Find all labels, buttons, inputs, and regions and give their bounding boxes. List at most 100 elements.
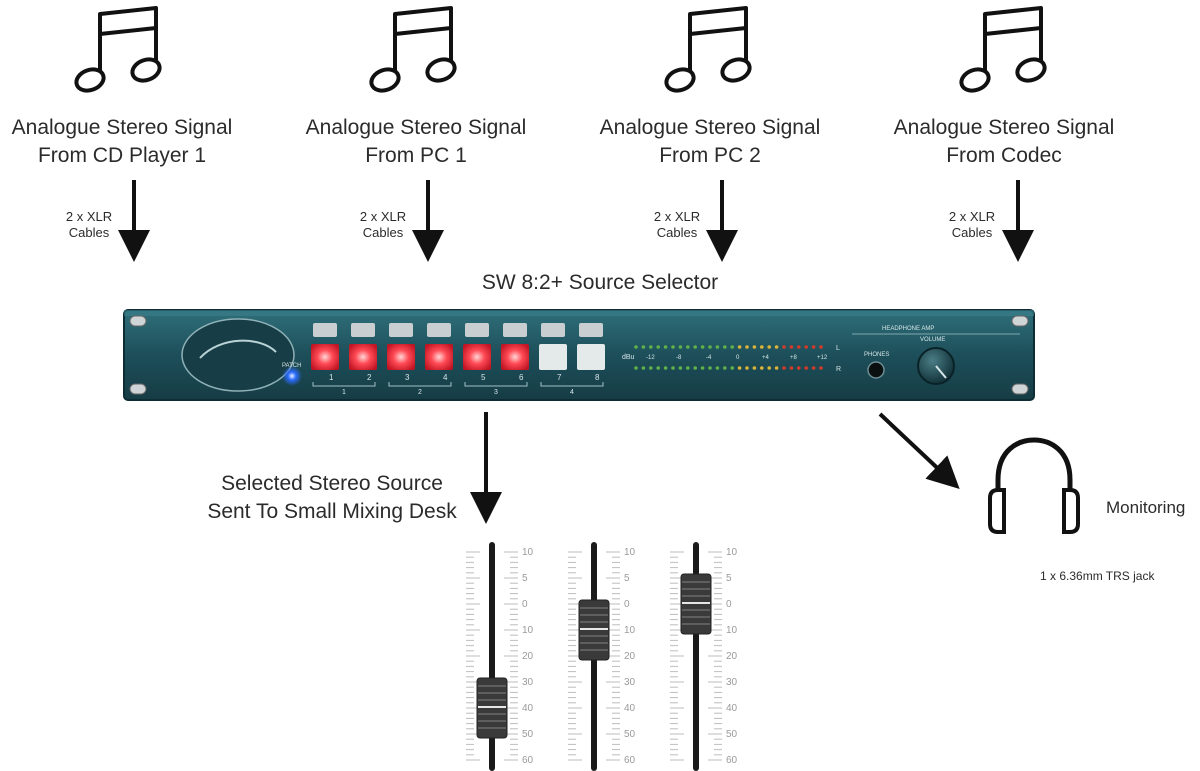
meter-led bbox=[745, 345, 749, 349]
meter-led bbox=[678, 366, 683, 370]
volume-label: VOLUME bbox=[920, 337, 945, 343]
meter-led bbox=[671, 345, 675, 349]
meter-led bbox=[634, 345, 638, 349]
patch-led bbox=[282, 366, 302, 386]
meter-led bbox=[641, 366, 646, 370]
meter-tick: -4 bbox=[706, 355, 712, 361]
button-number: 6 bbox=[519, 373, 524, 382]
source-button-5[interactable] bbox=[463, 344, 491, 370]
fader-scale-label: 50 bbox=[624, 729, 636, 740]
headphone-jack[interactable] bbox=[867, 361, 885, 379]
group-number: 2 bbox=[418, 389, 422, 396]
meter-led bbox=[708, 366, 712, 370]
meter-led bbox=[745, 366, 749, 370]
source-button-2[interactable] bbox=[349, 344, 377, 370]
select-button[interactable] bbox=[541, 323, 565, 337]
fader-scale-label: 60 bbox=[726, 755, 738, 766]
select-button[interactable] bbox=[313, 323, 337, 337]
meter-led bbox=[708, 345, 712, 349]
level-meters bbox=[634, 345, 823, 370]
meter-led bbox=[804, 345, 808, 349]
fader-scale-label: 0 bbox=[624, 599, 630, 610]
meter-led bbox=[774, 366, 779, 370]
connector-label: 1 x 6.36mm TRS jack bbox=[1040, 569, 1155, 583]
meter-led bbox=[760, 366, 764, 370]
source-button-3[interactable] bbox=[387, 344, 415, 370]
meter-led bbox=[789, 366, 794, 370]
fader-scale-label: 20 bbox=[522, 651, 534, 662]
fader-scale-label: 60 bbox=[624, 755, 636, 766]
mixing-desk-faders: 1050102030405060105010203040506010501020… bbox=[466, 542, 738, 771]
fader-scale-label: 50 bbox=[726, 729, 738, 740]
source-button-6[interactable] bbox=[501, 344, 529, 370]
meter-unit-label: dBu bbox=[622, 354, 635, 361]
fader-scale-label: 5 bbox=[522, 573, 528, 584]
meter-led bbox=[760, 345, 764, 349]
rack-screw-icon bbox=[1011, 315, 1029, 327]
meter-led bbox=[671, 366, 675, 370]
button-number: 5 bbox=[481, 373, 486, 382]
headphone-section-label: HEADPHONE AMP bbox=[882, 326, 934, 332]
button-number: 1 bbox=[329, 373, 334, 382]
fader-scale-label: 40 bbox=[624, 703, 636, 714]
meter-led bbox=[782, 345, 786, 349]
meter-led bbox=[782, 366, 786, 370]
fader-scale-label: 20 bbox=[726, 651, 738, 662]
select-button[interactable] bbox=[579, 323, 603, 337]
fader-scale-label: 10 bbox=[726, 547, 738, 558]
meter-led bbox=[737, 366, 742, 370]
fader-scale-label: 5 bbox=[624, 573, 630, 584]
source-button-7[interactable] bbox=[539, 344, 567, 370]
button-number: 4 bbox=[443, 373, 448, 382]
meter-led bbox=[819, 366, 823, 370]
source-button-1[interactable] bbox=[311, 344, 339, 370]
unit-title: SW 8:2+ Source Selector bbox=[481, 271, 719, 294]
meter-led bbox=[649, 345, 653, 349]
group-number: 4 bbox=[570, 389, 574, 396]
fader-scale-label: 30 bbox=[624, 677, 636, 688]
brand-logo-badge bbox=[181, 318, 295, 392]
meter-led bbox=[678, 345, 683, 349]
meter-led bbox=[811, 366, 816, 370]
meter-led bbox=[715, 366, 720, 370]
select-button[interactable] bbox=[351, 323, 375, 337]
meter-led bbox=[811, 345, 816, 349]
source-button-4[interactable] bbox=[425, 344, 453, 370]
fader-scale-label: 10 bbox=[522, 547, 534, 558]
meter-led bbox=[730, 366, 734, 370]
meter-led bbox=[641, 345, 646, 349]
select-button[interactable] bbox=[465, 323, 489, 337]
select-button[interactable] bbox=[389, 323, 413, 337]
meter-led bbox=[700, 345, 705, 349]
meter-led bbox=[649, 366, 653, 370]
select-button[interactable] bbox=[503, 323, 527, 337]
button-number: 2 bbox=[367, 373, 372, 382]
meter-channel-label: R bbox=[836, 366, 841, 373]
fader-scale-label: 60 bbox=[522, 755, 534, 766]
meter-led bbox=[693, 366, 697, 370]
patch-label: PATCH bbox=[282, 363, 301, 369]
meter-led bbox=[767, 345, 771, 349]
fader-scale-label: 10 bbox=[522, 625, 534, 636]
meter-led bbox=[752, 345, 757, 349]
source-button-8[interactable] bbox=[577, 344, 605, 370]
fader-scale-label: 20 bbox=[624, 651, 636, 662]
fader-scale-label: 10 bbox=[726, 625, 738, 636]
meter-led bbox=[686, 345, 690, 349]
meter-tick: +12 bbox=[817, 355, 828, 361]
group-number: 3 bbox=[494, 389, 498, 396]
fader-scale-label: 0 bbox=[726, 599, 732, 610]
button-number: 3 bbox=[405, 373, 410, 382]
rack-screw-icon bbox=[129, 315, 147, 327]
meter-led bbox=[723, 366, 727, 370]
select-button[interactable] bbox=[427, 323, 451, 337]
rack-screw-icon bbox=[1011, 383, 1029, 395]
button-number: 7 bbox=[557, 373, 562, 382]
meter-tick: 0 bbox=[736, 355, 740, 361]
meter-tick: +8 bbox=[790, 355, 798, 361]
